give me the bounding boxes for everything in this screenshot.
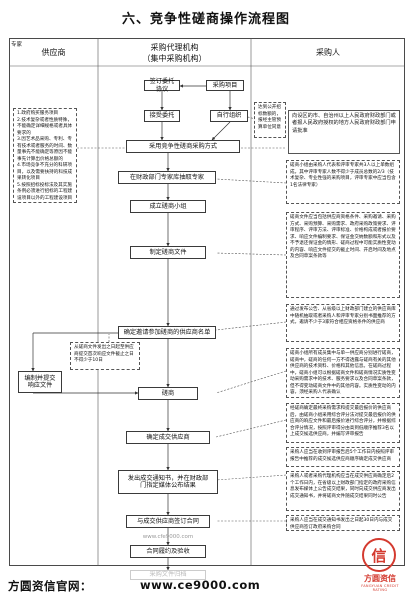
page-title: 六、竞争性磋商操作流程图	[121, 12, 290, 27]
adopt-method-box: 采用竞争性磋商采购方式	[126, 140, 240, 153]
submit-response-box: 编制并提交 响应文件	[18, 371, 62, 393]
brand-seal-icon: 信	[362, 538, 396, 572]
invite-method-note: 通过发布公告、从省级以上财政部门建立的供应商库中随机抽取或者采购人和评审专家分别…	[286, 304, 400, 342]
sign-agreement-box: 签订委托协议	[144, 78, 180, 93]
conditions-note: 1.政府购买服务项目 2.技术复杂或者性质特殊，不能确定详细规格或者具体要求的 …	[13, 108, 77, 203]
confirm-invitees-box: 确定邀请参加磋商的供应商名单	[118, 326, 216, 339]
lane-header-supplier: 供应商	[41, 48, 66, 57]
lane-header-agency: 采购代理机构 （集中采购机构）	[98, 43, 251, 65]
confirm-winner-note: 采购人应当在收到评审报告后5个工作日内按照评审报告中推荐的成交候选供应商顺序确定…	[286, 447, 400, 467]
footer-site-url[interactable]: www.ce9000.com	[140, 578, 261, 592]
recommend-suppliers-note: 经磋商确定最终采购需求和提交最后报价的供应商后，由磋商小组采用综合评分法对提交最…	[286, 403, 400, 443]
negotiation-rules-note: 磋商小组所有成员集中与单一供应商分别进行磋商，磋商中，磋商的任何一方不得透露与磋…	[286, 348, 400, 398]
select-experts-box: 在财政部门专家库抽取专家	[118, 171, 216, 184]
condition-item: 3.因艺术品采购、专利、专有技术或者服务的时间、数量事先不能确定等原因不能事先计…	[17, 137, 73, 162]
contract-rule-note: 采购人应当在成交通知书发出之日起30日内与成交供应商签订政府采购合同	[286, 515, 400, 531]
condition-item: 1.政府购买服务项目	[17, 111, 59, 116]
budget-threshold-note: 达到公开招标数额的，报经主管预算单位同意	[254, 102, 286, 138]
watermark-text: www.cfe9000.com	[142, 534, 194, 540]
document-content-note: 磋商文件应当包括供应商资格条件、采购邀请、采购方式、采购预算、采购需求、政府采购…	[286, 212, 400, 298]
sign-contract-box: 与成交供应商签订合同	[126, 515, 210, 528]
brand-logo-name: 方圆资信	[364, 574, 396, 583]
corner-label: 专家	[11, 42, 23, 48]
lane-header-agency-name: 采购代理机构	[150, 43, 199, 52]
accept-commission-box: 接受委托	[144, 110, 180, 122]
condition-item: 4.市场竞争不充分的科研项目，以及需要扶持的科技成果转化项目	[17, 163, 73, 182]
self-organize-box: 自行组织	[210, 110, 248, 122]
form-panel-box: 成立磋商小组	[130, 200, 206, 213]
acceptance-box: 合同履约及验收	[130, 545, 206, 558]
draft-documents-box: 制定磋商文件	[130, 246, 206, 259]
condition-item: 5.按照招标投标法及其实施条例必须进行招标的工程建设项目以外的工程建设项目	[17, 182, 73, 201]
condition-item: 2.技术复杂或者性质特殊，不能确定详细规格或者具体要求的	[17, 117, 73, 136]
purchaser-approval-note: 向设区的市、自治州以上人民政府财政部门或者报人民政府授权的地方人民政府财政部门申…	[288, 110, 400, 154]
procurement-project-box: 采购项目	[206, 80, 244, 91]
issue-notice-box: 发出成交通知书，并在财政部 门指定媒体公布结果	[118, 470, 218, 494]
brand-logo-en: FANGYUAN CREDIT RATING	[361, 584, 399, 592]
flowchart-frame	[9, 38, 405, 566]
footer-site-label: 方圆资信官网：	[8, 579, 92, 593]
lane-header-agency-sub: （集中采购机构）	[142, 53, 207, 63]
determine-supplier-box: 确定成交供应商	[126, 431, 210, 444]
negotiation-box: 磋商	[138, 387, 198, 400]
lane-header-purchaser: 采购人	[316, 48, 340, 57]
expert-panel-note: 磋商小组由采购人代表和评审专家共3人以上单数组成，其中评审专家人数不得少于成员总…	[286, 160, 400, 204]
filing-box: 采购文件归档	[130, 570, 206, 580]
response-deadline-note: 从磋商文件发出之日起至供应商提交首次响应文件截止之日不得少于10日	[70, 342, 140, 370]
publish-results-note: 采购人或者采购代理机构应当在成交供应商确定后2个工作日内，在省级以上财政部门指定…	[286, 471, 400, 511]
